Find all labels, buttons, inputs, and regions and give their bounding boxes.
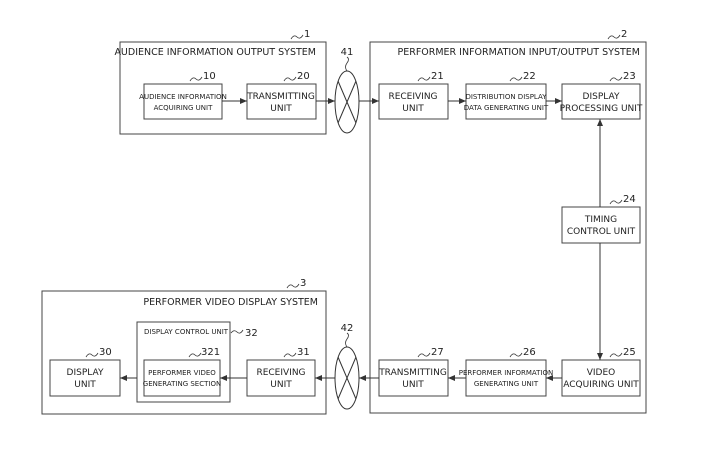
unit-31-line-1: RECEIVING — [256, 368, 305, 378]
network-42-ref: 42 — [341, 323, 354, 334]
unit-321-ref: 321 — [201, 347, 220, 358]
connections — [120, 98, 603, 381]
ref-leader — [230, 329, 244, 334]
unit-26-line-2: GENERATING UNIT — [474, 380, 539, 388]
ref-leader — [188, 352, 202, 358]
system-2-frame — [369, 41, 647, 414]
system-1-title: AUDIENCE INFORMATION OUTPUT SYSTEM — [114, 47, 316, 58]
unit-27-line-2: UNIT — [402, 380, 424, 390]
network-cross-line — [337, 80, 357, 124]
unit-23-line-1: DISPLAY — [583, 92, 620, 102]
ref-leader — [509, 352, 523, 358]
unit-31-ref: 31 — [297, 347, 310, 358]
unit-20-line-1: TRANSMITTING — [246, 92, 315, 102]
unit-10-line-1: AUDIENCE INFORMATION — [139, 93, 227, 101]
unit-23-line-2: PROCESSING UNIT — [560, 104, 643, 114]
unit-26-line-1: PERFORMER INFORMATION — [459, 369, 554, 377]
unit-321-line-2: GENERATING SECTION — [143, 380, 221, 388]
ref-leader — [283, 352, 297, 358]
video-acquiring-unit: VIDEO ACQUIRING UNIT 25 — [561, 347, 641, 397]
ref-leader — [283, 76, 297, 82]
system-2-title: PERFORMER INFORMATION INPUT/OUTPUT SYSTE… — [397, 47, 640, 58]
display-unit: DISPLAY UNIT 30 — [49, 347, 121, 397]
unit-22-line-1: DISTRIBUTION DISPLAY — [465, 93, 547, 101]
ref-leader — [609, 199, 623, 205]
performer-information-generating-unit: PERFORMER INFORMATION GENERATING UNIT 26 — [459, 347, 554, 397]
timing-control-unit: TIMING CONTROL UNIT 24 — [561, 194, 641, 244]
unit-23-ref: 23 — [623, 71, 636, 82]
unit-21-line-1: RECEIVING — [388, 92, 437, 102]
unit-24-line-2: CONTROL UNIT — [567, 227, 636, 237]
unit-25-line-1: VIDEO — [587, 368, 616, 378]
ref-leader — [609, 76, 623, 82]
ref-leader — [417, 352, 431, 358]
ref-leader — [85, 352, 99, 358]
unit-21-line-2: UNIT — [402, 104, 424, 114]
unit-22-ref: 22 — [523, 71, 536, 82]
transmitting-unit-27: TRANSMITTING UNIT 27 — [378, 347, 449, 397]
audience-information-output-system: AUDIENCE INFORMATION OUTPUT SYSTEM 1 — [114, 29, 327, 135]
unit-32-ref: 32 — [245, 328, 258, 339]
unit-20-line-2: UNIT — [270, 104, 292, 114]
unit-24-line-1: TIMING — [584, 215, 617, 225]
unit-31-line-2: UNIT — [270, 380, 292, 390]
unit-24-ref: 24 — [623, 194, 636, 205]
unit-27-line-1: TRANSMITTING — [378, 368, 447, 378]
network-42: 42 — [334, 323, 360, 410]
distribution-display-data-generating-unit: DISTRIBUTION DISPLAY DATA GENERATING UNI… — [464, 71, 549, 120]
system-2-ref: 2 — [621, 29, 627, 40]
ref-leader — [509, 76, 523, 82]
receiving-unit-31: RECEIVING UNIT 31 — [246, 347, 316, 397]
unit-25-line-2: ACQUIRING UNIT — [563, 380, 639, 390]
system-3-title: PERFORMER VIDEO DISPLAY SYSTEM — [143, 297, 318, 308]
ref-leader — [345, 332, 349, 348]
unit-25-ref: 25 — [623, 347, 636, 358]
system-3-frame — [41, 290, 327, 415]
unit-30-line-2: UNIT — [74, 380, 96, 390]
unit-22-line-2: DATA GENERATING UNIT — [464, 104, 549, 112]
unit-32-title: DISPLAY CONTROL UNIT — [144, 328, 229, 336]
ref-leader — [345, 56, 349, 72]
ref-leader — [286, 283, 300, 289]
system-3-ref: 3 — [300, 278, 306, 289]
unit-10-ref: 10 — [203, 71, 216, 82]
system-1-frame — [119, 41, 327, 135]
unit-27-ref: 27 — [431, 347, 444, 358]
performer-video-display-system: PERFORMER VIDEO DISPLAY SYSTEM 3 — [41, 278, 327, 415]
display-processing-unit: DISPLAY PROCESSING UNIT 23 — [560, 71, 643, 120]
network-41: 41 — [334, 47, 360, 134]
ref-leader — [607, 34, 621, 40]
unit-30-line-1: DISPLAY — [67, 368, 104, 378]
unit-20-ref: 20 — [297, 71, 310, 82]
performer-video-generating-section: PERFORMER VIDEO GENERATING SECTION 321 — [143, 347, 221, 397]
ref-leader — [417, 76, 431, 82]
network-cross-line — [337, 356, 357, 400]
unit-321-line-1: PERFORMER VIDEO — [148, 369, 216, 377]
unit-26-ref: 26 — [523, 347, 536, 358]
unit-21-ref: 21 — [431, 71, 444, 82]
performer-information-io-system: PERFORMER INFORMATION INPUT/OUTPUT SYSTE… — [369, 29, 647, 414]
ref-leader — [290, 34, 304, 40]
system-1-ref: 1 — [304, 29, 310, 40]
unit-30-ref: 30 — [99, 347, 112, 358]
network-41-ref: 41 — [341, 47, 354, 58]
transmitting-unit-20: TRANSMITTING UNIT 20 — [246, 71, 317, 120]
receiving-unit-21: RECEIVING UNIT 21 — [378, 71, 449, 120]
ref-leader — [609, 352, 623, 358]
unit-10-line-2: ACQUIRING UNIT — [154, 104, 213, 112]
audience-information-acquiring-unit: AUDIENCE INFORMATION ACQUIRING UNIT 10 — [139, 71, 227, 120]
ref-leader — [189, 76, 203, 82]
